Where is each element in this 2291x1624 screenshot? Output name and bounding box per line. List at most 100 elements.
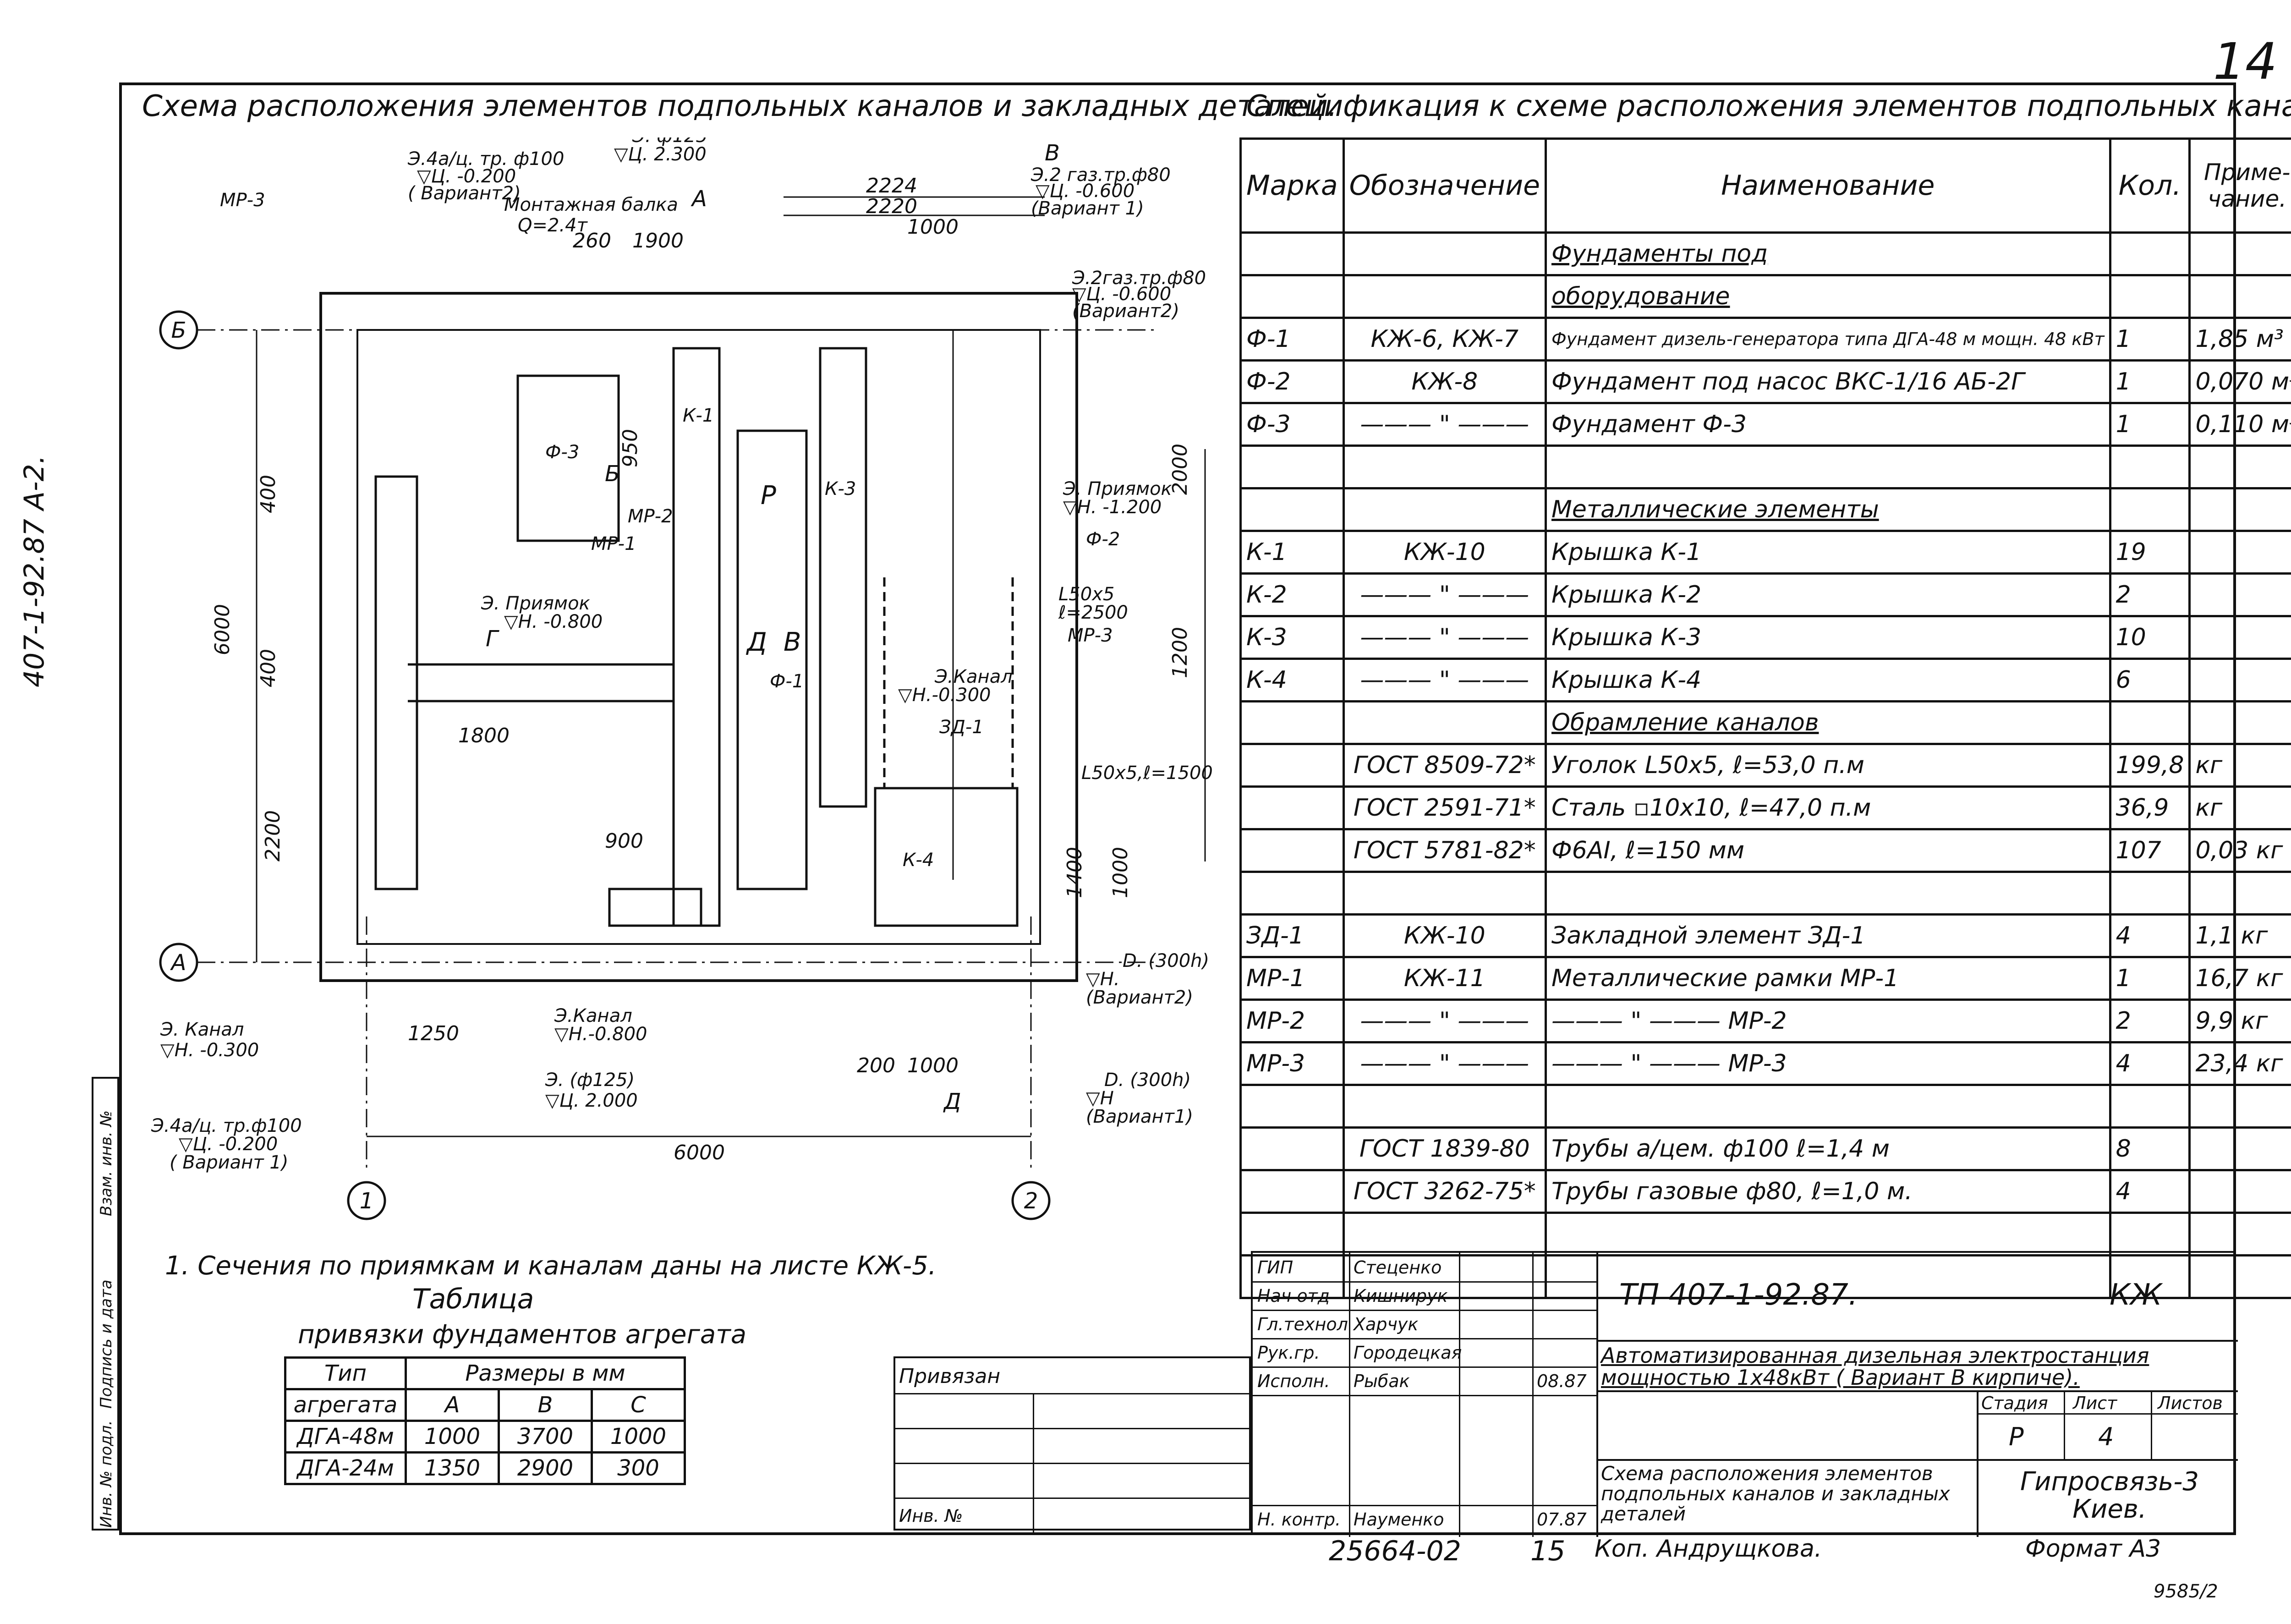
stamp-name: Кишнирук: [1354, 1286, 1448, 1306]
spec-note: 1,1 кг: [2188, 913, 2291, 958]
spec-note: [2188, 572, 2291, 617]
label-mr1: МР-1: [591, 533, 636, 554]
label-door2-var: (Вариант1): [1086, 1106, 1193, 1127]
label-pipe125b: Э. (ф125): [545, 1070, 635, 1091]
project-name: Автоматизированная дизельная электростан…: [1601, 1343, 2149, 1390]
strip-sign: Подпись и дата: [97, 1279, 115, 1409]
axis-b: Б: [171, 318, 186, 343]
stamp-name: Стеценко: [1354, 1257, 1442, 1278]
section-v: В: [1045, 140, 1060, 166]
spec-name: Фундамент Ф-3: [1544, 402, 2111, 447]
spec-mark: [1239, 743, 1345, 788]
spec-note: [2188, 231, 2291, 276]
spec-mark: МР-1: [1239, 956, 1345, 1001]
strip-inv: Инв. № подл.: [97, 1420, 115, 1528]
stamp-role: Гл.технол: [1257, 1314, 1348, 1334]
label-gas2-var: (Вариант2): [1072, 301, 1179, 322]
label-canal1: Э. Канал: [160, 1019, 244, 1040]
stage-value: Р: [2009, 1422, 2024, 1451]
spec-name: Крышка К-3: [1544, 615, 2111, 660]
spec-name: [1544, 871, 2111, 916]
privyazan-block: Привязан Инв. №: [893, 1356, 1251, 1532]
dim-1000c: 1000: [907, 1054, 959, 1077]
label-door2-lvl: ▽Н: [1086, 1088, 1114, 1109]
label-k1: К-1: [683, 405, 714, 426]
spec-name: Трубы а/цем. ф100 ℓ=1,4 м: [1544, 1126, 2111, 1171]
spec-designation: [1342, 444, 1547, 489]
spec-mark: [1239, 1126, 1345, 1171]
dim-1400: 1400: [1063, 847, 1086, 898]
label-angle1-l: ℓ=2500: [1058, 602, 1128, 623]
label-pit1-lvl: ▽Н. -1.200: [1063, 497, 1162, 518]
spec-designation: КЖ-6, КЖ-7: [1342, 317, 1547, 362]
spec-name: Крышка К-4: [1544, 658, 2111, 702]
spec-mark: [1239, 231, 1345, 276]
label-pit2: Э. Приямок: [481, 593, 590, 614]
table-row: [1239, 444, 2291, 489]
spec-qty: 2: [2109, 572, 2191, 617]
label-mr2: МР-2: [628, 506, 673, 527]
dim-2224: 2224: [866, 174, 917, 198]
dim-1000a: 1000: [907, 215, 959, 239]
agg-b: 3700: [498, 1420, 593, 1454]
spec-qty: 36,9: [2109, 785, 2191, 830]
sheet-number: 14: [2213, 32, 2277, 91]
spec-name: Фундамент дизель-генератора типа ДГА-48 …: [1544, 317, 2111, 362]
label-door1-lvl: ▽Н.: [1086, 969, 1120, 990]
dim-1900: 1900: [632, 229, 684, 252]
label-pipe1-var: ( Вариант2): [408, 183, 521, 204]
spec-qty: 6: [2109, 658, 2191, 702]
sheet-value: 4: [2098, 1422, 2114, 1451]
spec-mark: [1239, 700, 1345, 745]
label-pit2-lvl: ▽Н. -0.800: [504, 611, 603, 632]
spec-designation: ГОСТ 2591-71*: [1342, 785, 1547, 830]
spec-qty: 199,8: [2109, 743, 2191, 788]
sheets-header: Листов: [2158, 1393, 2223, 1413]
label-r: Р: [761, 481, 776, 510]
spec-header-note: Приме-чание.: [2188, 137, 2291, 234]
label-pipe1-lvl: ▽Ц. -0.200: [417, 166, 516, 187]
spec-name: [1544, 444, 2111, 489]
left-binding-strip: Инв. № подл. Подпись и дата Взам. инв. №: [92, 1077, 119, 1531]
section-b: Б: [605, 461, 620, 487]
stamp-name: Городецкая: [1354, 1343, 1462, 1363]
agg-header-row: Тип Размеры в мм: [284, 1356, 686, 1390]
label-canal2: Э.Канал: [554, 1005, 632, 1026]
agg-type: ДГА-48м: [284, 1420, 407, 1454]
spec-name: Уголок L50x5, ℓ=53,0 п.м: [1544, 743, 2111, 788]
spec-note: [2188, 871, 2291, 916]
spec-name: Фундаменты под: [1544, 231, 2111, 276]
spec-designation: КЖ-10: [1342, 913, 1547, 958]
aggregate-table-title: Таблица: [412, 1283, 534, 1315]
spec-header-row: Марка Обозначение Наименование Кол. Прим…: [1239, 137, 2291, 234]
label-crane-q: Q=2.4т: [518, 215, 588, 236]
agg-a: 1000: [405, 1420, 500, 1454]
dim-1800: 1800: [458, 724, 510, 747]
spec-mark: Ф-2: [1239, 359, 1345, 404]
spec-note: 9,9 кг: [2188, 999, 2291, 1043]
spec-mark: МР-2: [1239, 999, 1345, 1043]
spec-designation: ГОСТ 5781-82*: [1342, 828, 1547, 873]
spec-name: Крышка К-1: [1544, 530, 2111, 575]
spec-note: [2188, 700, 2291, 745]
dim-1000b: 1000: [1109, 847, 1132, 898]
dim-400b: 400: [257, 649, 280, 687]
spec-note: [2188, 615, 2291, 660]
label-f3: Ф-3: [545, 442, 579, 463]
spec-mark: [1239, 487, 1345, 532]
label-crane: Монтажная балка: [504, 194, 678, 215]
dim-1250: 1250: [408, 1022, 459, 1045]
spec-header-qty: Кол.: [2109, 137, 2191, 234]
spec-qty: 4: [2109, 1169, 2191, 1214]
label-angle1: L50x5: [1058, 584, 1114, 605]
spec-qty: 19: [2109, 530, 2191, 575]
label-gas1-var: (Вариант 1): [1031, 198, 1144, 219]
spec-note: 23,4 кг: [2188, 1041, 2291, 1086]
table-row: оборудование: [1239, 274, 2291, 319]
copied-by: Коп. Андрущкова.: [1595, 1535, 1822, 1563]
